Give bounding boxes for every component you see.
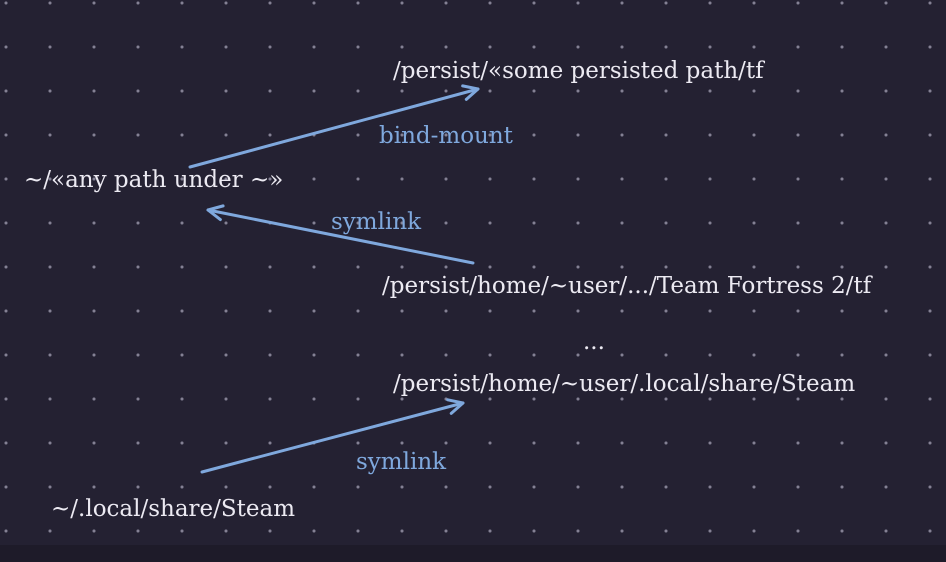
node-home-any-path: ~/«any path under ~» bbox=[24, 167, 284, 193]
node-persist-tf2: /persist/home/~user/.../Team Fortress 2/… bbox=[382, 273, 872, 299]
edge-label-symlink-bottom: symlink bbox=[356, 449, 447, 475]
node-persist-steam: /persist/home/~user/.local/share/Steam bbox=[393, 371, 856, 397]
node-home-steam: ~/.local/share/Steam bbox=[51, 496, 296, 522]
edge-label-symlink-top: symlink bbox=[331, 209, 422, 235]
node-ellipsis: ... bbox=[583, 329, 605, 355]
edge-label-bind-mount: bind-mount bbox=[379, 123, 513, 149]
bottom-band bbox=[0, 545, 946, 562]
node-persist-some-path: /persist/«some persisted path/tf bbox=[393, 58, 764, 84]
